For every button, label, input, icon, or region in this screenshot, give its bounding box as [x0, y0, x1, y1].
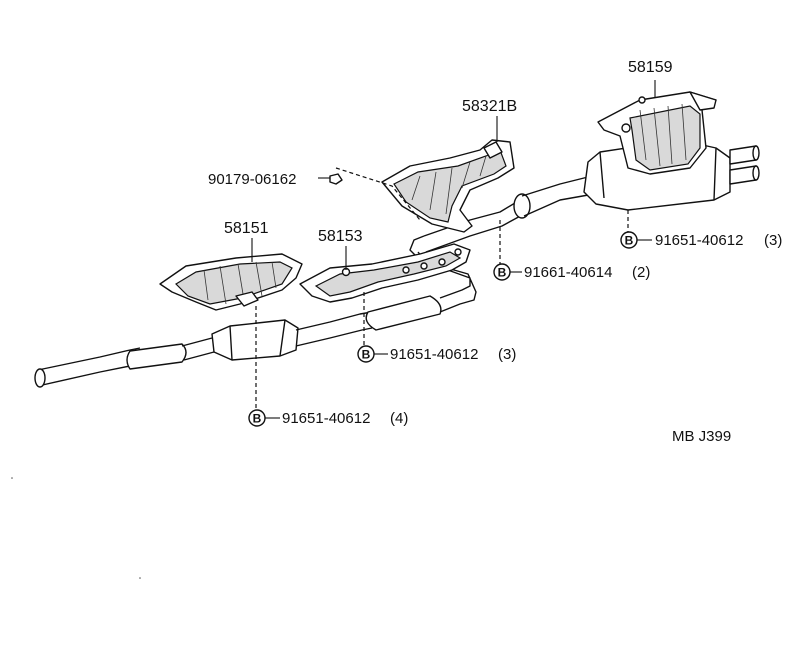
- front-pipe-segment: [37, 347, 141, 387]
- bolt-callout-3: B 91651-40612 (3): [357, 345, 516, 363]
- bolt-code-2: 91661-40614: [524, 264, 612, 281]
- pipe-end-opening: [34, 368, 46, 388]
- bolt-callout-4: B 91651-40612 (4): [248, 409, 408, 427]
- pipe-flange-joint: [513, 193, 531, 219]
- heat-insulator-58159: [597, 91, 717, 175]
- exhaust-pipe-assembly: [34, 139, 760, 388]
- svg-text:B: B: [362, 348, 371, 362]
- label-58153: 58153: [318, 228, 363, 245]
- bolt-code-3: 91651-40612: [390, 346, 478, 363]
- svg-text:B: B: [253, 412, 262, 426]
- label-90179-06162: 90179-06162: [208, 171, 296, 188]
- bolt-qty-1: (3): [764, 232, 782, 249]
- bolt-marker-icon: [248, 409, 266, 427]
- label-58151: 58151: [224, 220, 269, 237]
- label-58159: 58159: [628, 59, 673, 76]
- bolt-code-1: 91651-40612: [655, 232, 743, 249]
- figure-code: MB J399: [672, 428, 731, 445]
- bolt-code-4: 91651-40612: [282, 410, 370, 427]
- heat-insulator-58321b: [381, 139, 515, 233]
- svg-text:B: B: [625, 234, 634, 248]
- heat-insulator-58151: [159, 253, 303, 311]
- svg-text:B: B: [498, 266, 507, 280]
- label-58321b: 58321B: [462, 98, 517, 115]
- bolt-qty-3: (3): [498, 346, 516, 363]
- bolt-marker-icon: [357, 345, 375, 363]
- heat-insulator-58153: [299, 243, 471, 303]
- nut-90179-06162: [329, 167, 421, 221]
- bolt-qty-4: (4): [390, 410, 408, 427]
- center-muffler: [365, 295, 442, 331]
- catalytic-converter: [211, 319, 299, 361]
- bolt-marker-icon: [620, 231, 638, 249]
- bolt-callout-1: B 91651-40612 (3): [620, 231, 782, 249]
- front-resonator: [126, 343, 187, 370]
- bolt-callout-2: B 91661-40614 (2): [493, 263, 650, 281]
- bolt-marker-icon: [493, 263, 511, 281]
- bolt-qty-2: (2): [632, 264, 650, 281]
